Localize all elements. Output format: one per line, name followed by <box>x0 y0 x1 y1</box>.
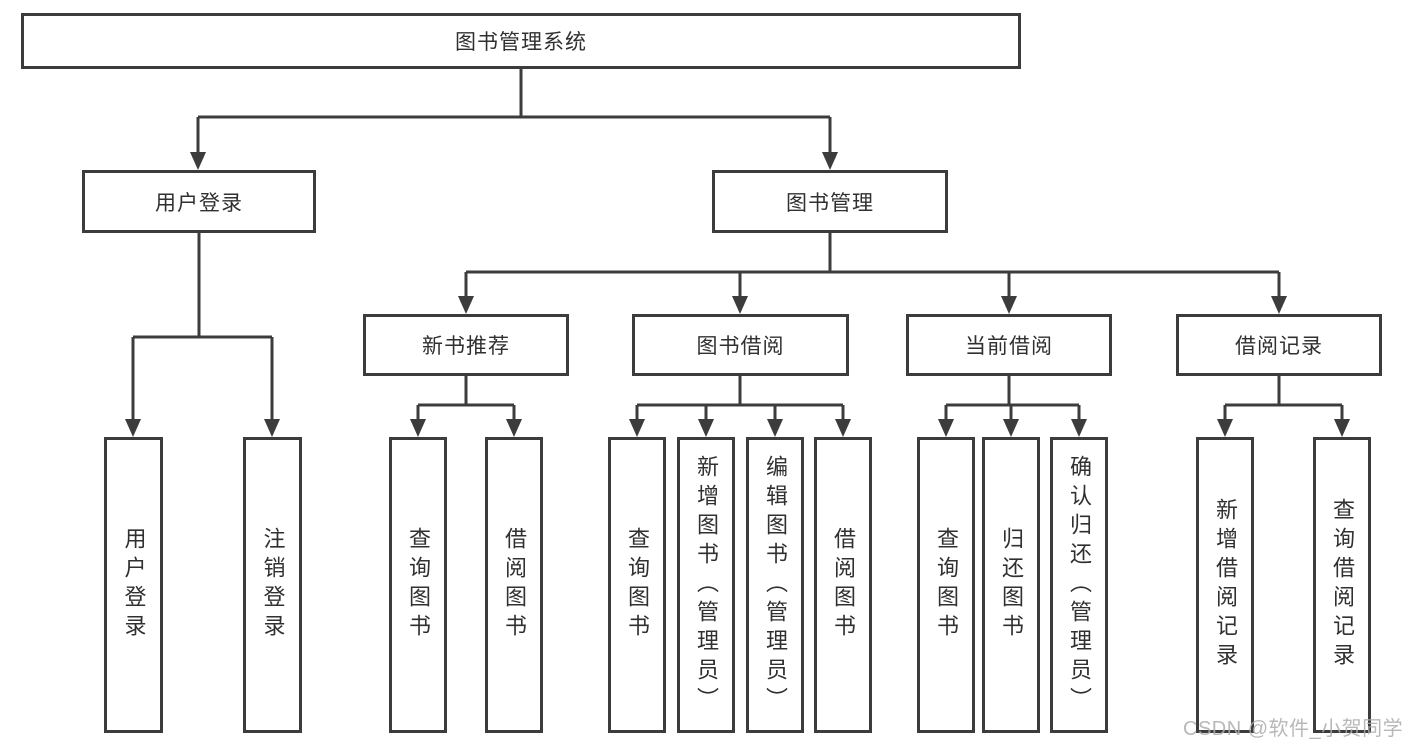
arrowheads <box>125 152 1350 437</box>
leaf-query-borrow-record: 查询借阅记录 <box>1313 437 1371 733</box>
connector-newbook-to-leaves <box>416 376 516 420</box>
leaf-query-books-borrowing: 查询图书 <box>608 437 666 733</box>
leaf-return-books: 归还图书 <box>982 437 1040 733</box>
arrowhead <box>698 419 714 437</box>
leaf-query-books-current: 查询图书 <box>917 437 975 733</box>
arrowhead <box>264 419 280 437</box>
leaf-label: 借阅图书 <box>831 527 856 643</box>
node-book-management: 图书管理 <box>712 170 948 233</box>
leaf-label: 查询图书 <box>934 527 959 643</box>
leaf-edit-book-admin: 编辑图书（管理员） <box>746 437 804 733</box>
leaf-label: 新增图书（管理员） <box>694 454 719 716</box>
csdn-watermark: CSDN @软件_小贺同学 <box>1183 718 1404 740</box>
arrowhead <box>938 419 954 437</box>
leaf-borrow-books-recommend: 借阅图书 <box>485 437 543 733</box>
arrowhead <box>629 419 645 437</box>
arrowhead <box>1271 296 1287 314</box>
leaf-label: 借阅图书 <box>502 527 527 643</box>
leaf-label: 查询图书 <box>625 527 650 643</box>
leaf-add-borrow-record: 新增借阅记录 <box>1196 437 1254 733</box>
leaf-label: 用户登录 <box>121 527 147 643</box>
leaf-label: 注销登录 <box>260 527 286 643</box>
connector-userlogin-to-leaves <box>131 233 274 420</box>
leaf-label: 查询图书 <box>406 527 431 643</box>
arrowhead <box>732 296 748 314</box>
arrowhead <box>506 419 522 437</box>
leaf-label: 新增借阅记录 <box>1213 498 1238 672</box>
arrowhead <box>767 419 783 437</box>
leaf-label: 确认归还（管理员） <box>1067 454 1092 716</box>
leaf-label: 编辑图书（管理员） <box>763 454 788 716</box>
connector-currentborrow-to-leaves <box>944 376 1081 420</box>
node-new-book-recommend: 新书推荐 <box>363 314 569 376</box>
connector-root-to-level2 <box>196 68 832 153</box>
leaf-confirm-return-admin: 确认归还（管理员） <box>1050 437 1108 733</box>
leaf-label: 归还图书 <box>999 527 1024 643</box>
leaf-add-book-admin: 新增图书（管理员） <box>677 437 735 733</box>
leaf-user-login: 用户登录 <box>104 437 163 733</box>
arrowhead <box>1217 419 1233 437</box>
leaf-logout: 注销登录 <box>243 437 302 733</box>
node-library-management-system: 图书管理系统 <box>21 13 1021 69</box>
leaf-query-books-recommend: 查询图书 <box>389 437 447 733</box>
connector-records-to-leaves <box>1223 376 1344 420</box>
arrowhead <box>1003 419 1019 437</box>
node-borrowing-records: 借阅记录 <box>1176 314 1382 376</box>
connector-bookmgmt-to-level3 <box>464 233 1281 297</box>
arrowhead <box>1071 419 1087 437</box>
arrowhead <box>835 419 851 437</box>
node-current-borrowing: 当前借阅 <box>906 314 1112 376</box>
arrowhead <box>458 296 474 314</box>
arrowhead <box>1334 419 1350 437</box>
leaf-label: 查询借阅记录 <box>1330 498 1355 672</box>
arrowhead <box>822 152 838 170</box>
node-book-borrowing: 图书借阅 <box>632 314 849 376</box>
arrowhead <box>125 419 141 437</box>
leaf-borrow-books-borrowing: 借阅图书 <box>814 437 872 733</box>
arrowhead <box>1001 296 1017 314</box>
arrowhead <box>190 152 206 170</box>
connector-bookborrow-to-leaves <box>635 376 845 420</box>
node-user-login: 用户登录 <box>82 170 316 233</box>
arrowhead <box>410 419 426 437</box>
